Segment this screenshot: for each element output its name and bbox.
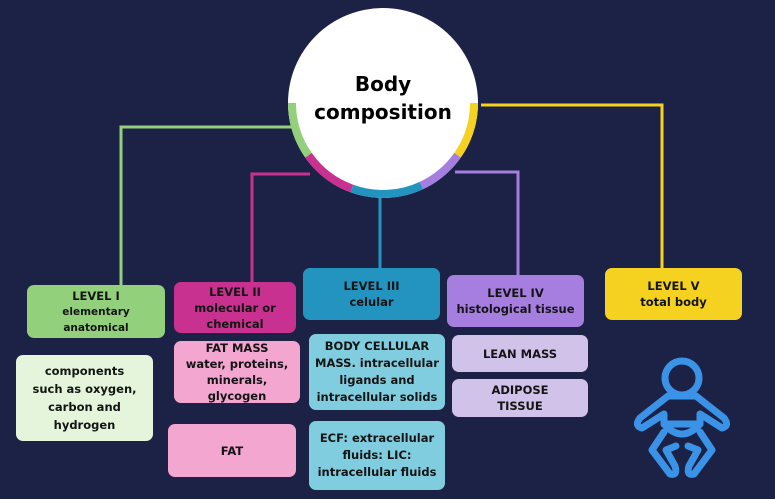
adipose-tissue-box: ADIPOSE TISSUE [452, 379, 588, 417]
center-circle [288, 8, 478, 198]
center-title-line2: composition [314, 100, 452, 124]
lean-mass-box: LEAN MASS [452, 335, 588, 372]
fat-text: FAT [220, 443, 244, 458]
level-3-title: LEVEL III [343, 279, 400, 293]
level-4-title: LEVEL IV [487, 286, 544, 300]
connector-level-2 [250, 172, 310, 283]
fat-mass-title: FAT MASS [205, 341, 269, 355]
adipose-text: ADIPOSE TISSUE [491, 383, 549, 413]
ring-arc-level4 [419, 152, 461, 190]
level-2-title: LEVEL II [209, 284, 261, 299]
ecf-text: ECF: extracellular fluids: LIC: intracel… [317, 431, 437, 479]
level-5-box: LEVEL V total body [605, 268, 742, 320]
baby-icon [633, 357, 731, 478]
connector-level-5 [481, 103, 664, 269]
connector-level-1 [119, 125, 292, 286]
body-cellular-text: BODY CELLULAR MASS. intracellular ligand… [315, 339, 439, 404]
ring-arc-level3 [350, 181, 424, 198]
ecf-box: ECF: extracellular fluids: LIC: intracel… [309, 421, 445, 490]
connector-level-4 [455, 170, 520, 276]
fat-mass-text: water, proteins, minerals, glycogen [185, 357, 289, 403]
fat-mass-box: FAT MASS water, proteins, minerals, glyco… [174, 341, 300, 403]
lean-mass-text: LEAN MASS [482, 346, 558, 361]
ring-arc-level1 [288, 102, 312, 158]
center-title: Body composition [287, 70, 479, 126]
level-4-box: LEVEL IV histological tissue [447, 275, 584, 327]
level-2-subtitle: molecular or chemical [194, 300, 276, 331]
level-1-box: LEVEL I elementary anatomical [27, 285, 165, 338]
fat-box: FAT [168, 424, 296, 477]
level-3-box: LEVEL III celular [303, 268, 440, 320]
level-5-title: LEVEL V [647, 279, 700, 293]
ring-arc-level5 [454, 102, 478, 158]
body-cellular-mass-box: BODY CELLULAR MASS. intracellular ligand… [309, 334, 445, 410]
center-title-line1: Body [354, 72, 412, 96]
components-box: components such as oxygen, carbon and hy… [16, 355, 153, 441]
level-4-subtitle: histological tissue [456, 302, 575, 316]
ring-arc-level2 [305, 152, 354, 193]
level-5-subtitle: total body [640, 295, 707, 309]
components-text: components such as oxygen, carbon and hy… [32, 364, 137, 432]
level-1-subtitle: elementary anatomical [62, 305, 130, 334]
level-1-title: LEVEL I [72, 288, 120, 303]
level-3-subtitle: celular [349, 295, 394, 309]
